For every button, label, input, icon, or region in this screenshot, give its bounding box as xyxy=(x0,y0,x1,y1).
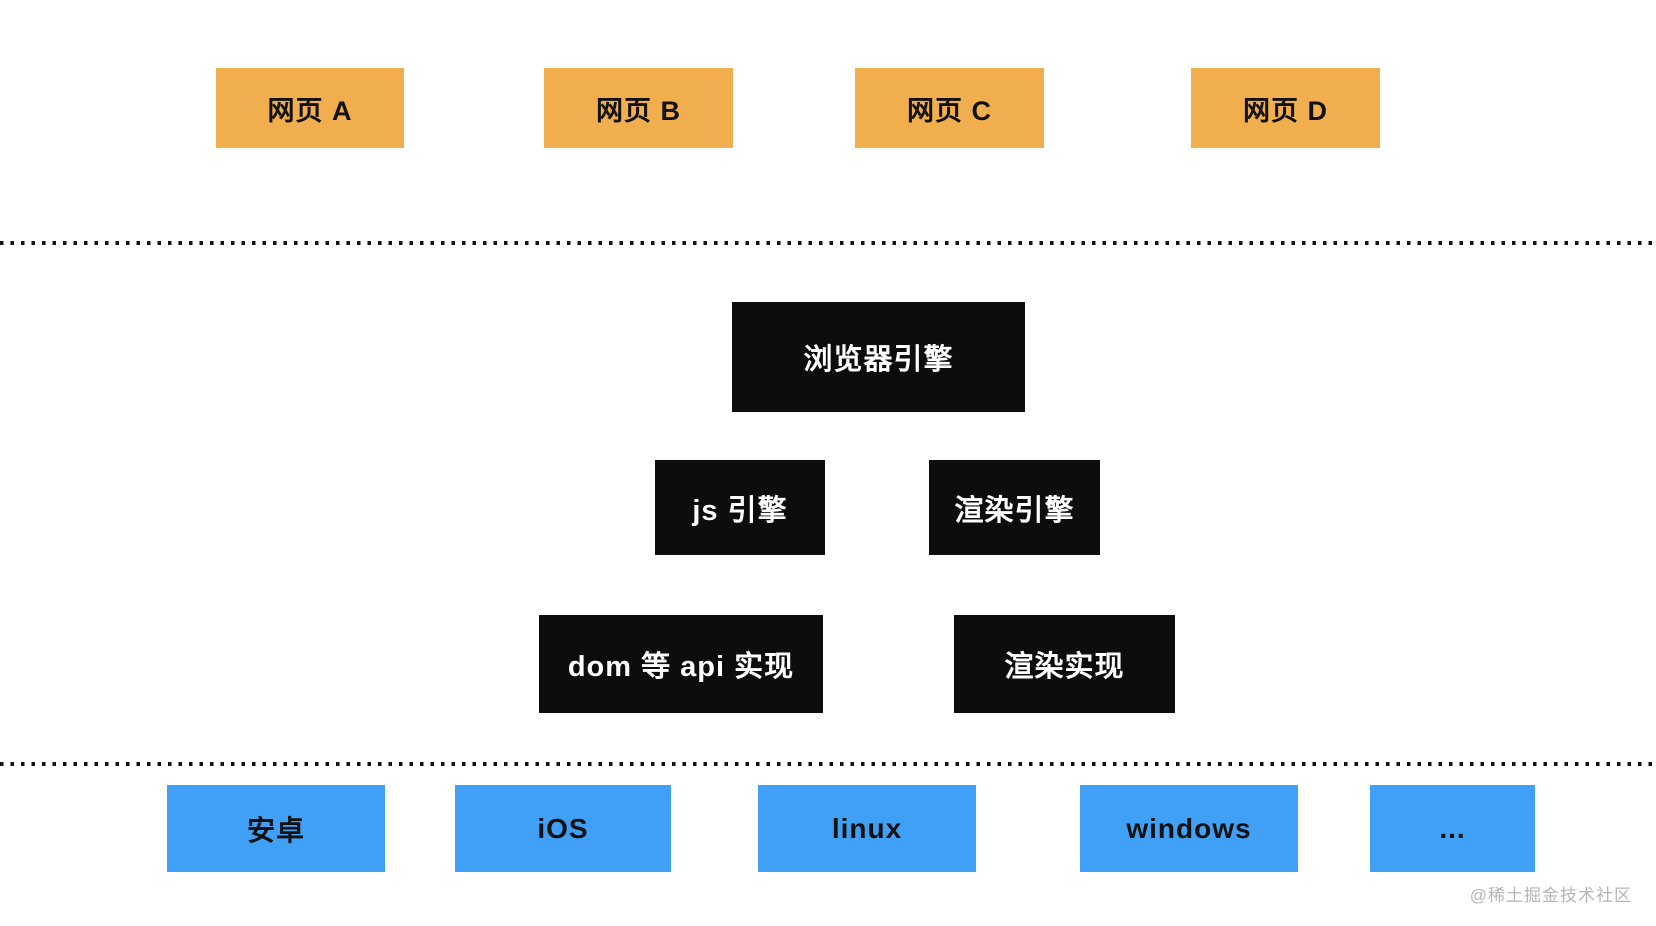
platform-ios-box: iOS xyxy=(455,785,671,872)
browser-engine-box: 浏览器引擎 xyxy=(732,302,1025,412)
webpage-b-box: 网页 B xyxy=(544,68,733,148)
render-engine-box: 渲染引擎 xyxy=(929,460,1100,555)
js-engine-box: js 引擎 xyxy=(655,460,825,555)
divider-engine-platforms xyxy=(0,762,1656,766)
platform-more-box: ... xyxy=(1370,785,1535,872)
divider-webpages-engine xyxy=(0,241,1656,245)
webpage-d-box: 网页 D xyxy=(1191,68,1380,148)
platform-android-box: 安卓 xyxy=(167,785,385,872)
juejin-watermark: @稀土掘金技术社区 xyxy=(1469,886,1632,905)
platform-linux-box: linux xyxy=(758,785,976,872)
platform-windows-box: windows xyxy=(1080,785,1298,872)
dom-api-impl-box: dom 等 api 实现 xyxy=(539,615,823,713)
render-impl-box: 渲染实现 xyxy=(954,615,1175,713)
webpage-a-box: 网页 A xyxy=(216,68,404,148)
webpage-c-box: 网页 C xyxy=(855,68,1044,148)
